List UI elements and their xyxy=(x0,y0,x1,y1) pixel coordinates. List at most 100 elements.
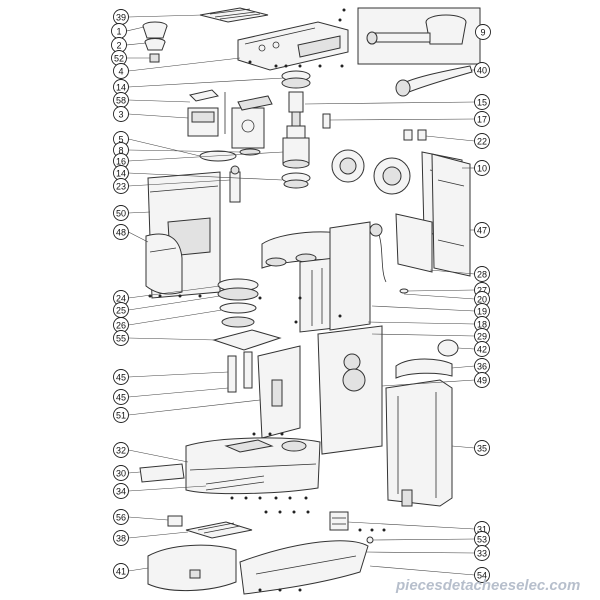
callout-label: 26 xyxy=(116,321,126,331)
callout-circle xyxy=(113,442,129,458)
leader-line xyxy=(128,485,207,492)
leader-line xyxy=(369,565,475,576)
leader-line xyxy=(304,101,475,105)
callout-label: 40 xyxy=(477,66,487,76)
callout-47: 47 xyxy=(474,222,490,238)
part-side-plate xyxy=(395,153,471,277)
callout-label: 39 xyxy=(116,13,126,23)
part-portafilter xyxy=(357,7,481,65)
callout-label: 4 xyxy=(118,67,123,77)
leader-line xyxy=(128,113,189,119)
leader-line xyxy=(128,14,203,18)
leader-line xyxy=(429,269,475,275)
callout-50: 50 xyxy=(113,205,129,221)
callout-circle xyxy=(113,530,129,546)
part-clips xyxy=(403,129,427,141)
callout-45: 45 xyxy=(113,389,129,405)
callout-label: 42 xyxy=(477,345,487,355)
callout-circle xyxy=(113,563,129,579)
leader-line xyxy=(128,172,283,181)
callout-label: 49 xyxy=(477,376,487,386)
leader-line xyxy=(425,135,475,142)
callout-34: 34 xyxy=(113,483,129,499)
callout-42: 42 xyxy=(474,341,490,357)
callout-label: 24 xyxy=(116,294,126,304)
leader-line xyxy=(128,138,201,157)
callout-circle xyxy=(113,509,129,525)
callout-label: 38 xyxy=(116,534,126,544)
callout-label: 28 xyxy=(477,270,487,280)
callout-label: 10 xyxy=(477,164,487,174)
callout-48: 48 xyxy=(113,224,129,240)
parts-drawing xyxy=(139,7,481,595)
leader-line xyxy=(128,387,229,398)
part-side-panel xyxy=(145,233,183,295)
callout-label: 56 xyxy=(116,513,126,523)
part-drip-grid-bottom xyxy=(185,521,253,539)
callout-label: 9 xyxy=(480,28,485,38)
callout-label: 17 xyxy=(477,115,487,125)
callout-label: 3 xyxy=(118,110,123,120)
callout-label: 50 xyxy=(116,209,126,219)
leader-line xyxy=(128,337,217,341)
callout-circle xyxy=(113,330,129,346)
callout-58: 58 xyxy=(113,92,129,108)
callout-label: 31 xyxy=(477,525,487,535)
part-front-panel xyxy=(257,345,301,439)
callout-labels: 3912524145835816142350482425265545455132… xyxy=(111,9,491,583)
part-bottom-plate xyxy=(239,540,369,595)
part-filter-cups xyxy=(142,21,168,63)
callout-circle xyxy=(474,545,490,561)
callout-19: 19 xyxy=(474,303,490,319)
callout-33: 33 xyxy=(474,545,490,561)
callout-circle xyxy=(474,94,490,110)
callout-circle xyxy=(474,133,490,149)
callout-label: 33 xyxy=(477,549,487,559)
part-cable xyxy=(369,223,409,294)
callout-30: 30 xyxy=(113,465,129,481)
leader-line xyxy=(128,516,169,521)
leader-line xyxy=(128,151,284,162)
callout-circle xyxy=(474,266,490,282)
part-water-tank xyxy=(385,379,453,507)
callout-1: 1 xyxy=(111,23,127,39)
callout-circle xyxy=(113,178,129,194)
part-knob-lid xyxy=(395,339,459,379)
callout-28: 28 xyxy=(474,266,490,282)
leader-lines xyxy=(126,14,481,576)
part-foot xyxy=(167,515,183,527)
callout-35: 35 xyxy=(474,440,490,456)
callout-56: 56 xyxy=(113,509,129,525)
callout-38: 38 xyxy=(113,530,129,546)
callout-circle xyxy=(475,24,491,40)
callout-circle xyxy=(113,224,129,240)
part-tubes xyxy=(227,351,253,393)
callout-label: 34 xyxy=(116,487,126,497)
callout-55: 55 xyxy=(113,330,129,346)
callout-label: 14 xyxy=(116,83,126,93)
callout-circle xyxy=(474,440,490,456)
part-base-tray xyxy=(185,437,321,495)
part-seal-rings xyxy=(217,278,259,328)
callout-36: 36 xyxy=(474,358,490,374)
leader-line xyxy=(329,118,475,121)
callout-10: 10 xyxy=(474,160,490,176)
part-drip-tray xyxy=(147,544,237,591)
callout-label: 53 xyxy=(477,535,487,545)
callout-label: 14 xyxy=(116,169,126,179)
callout-circle xyxy=(113,205,129,221)
leader-line xyxy=(126,42,147,46)
leader-line xyxy=(128,531,189,539)
callout-circle xyxy=(113,407,129,423)
leader-line xyxy=(128,371,229,378)
part-center-panel xyxy=(317,325,383,455)
part-boiler xyxy=(281,137,311,189)
callout-label: 47 xyxy=(477,226,487,236)
callout-41: 41 xyxy=(113,563,129,579)
callout-label: 36 xyxy=(477,362,487,372)
part-seal-valve-stack xyxy=(281,70,311,139)
callout-40: 40 xyxy=(474,62,490,78)
part-rods xyxy=(205,475,265,491)
callout-17: 17 xyxy=(474,111,490,127)
